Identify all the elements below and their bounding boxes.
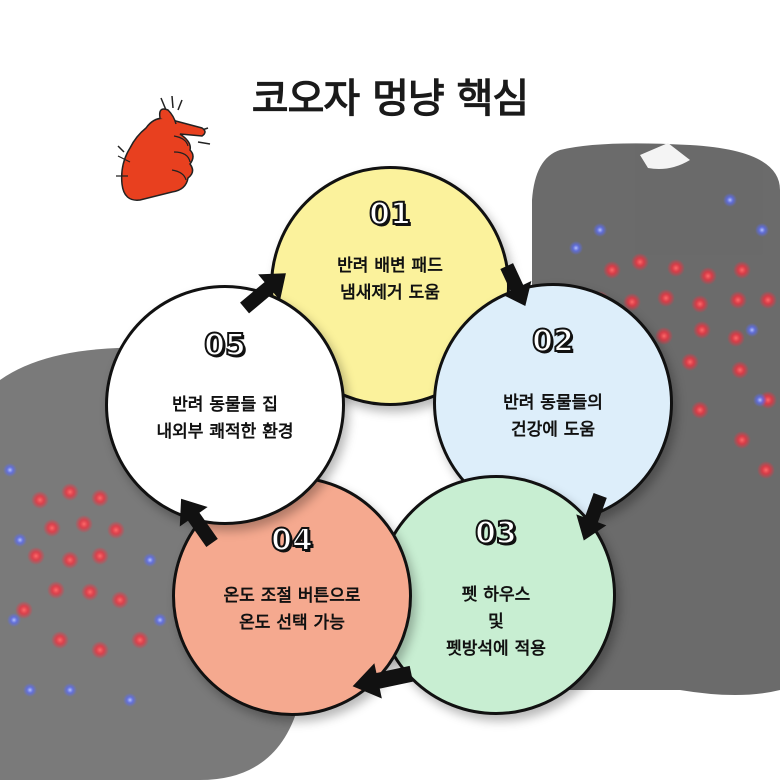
led-dot xyxy=(691,295,709,313)
led-dot xyxy=(91,489,109,507)
led-dot xyxy=(107,521,125,539)
step-number: 01 xyxy=(368,196,412,233)
led-dot xyxy=(81,583,99,601)
led-dot xyxy=(143,553,157,567)
led-dot xyxy=(123,693,137,707)
led-dot xyxy=(729,291,747,309)
led-dot xyxy=(755,223,769,237)
led-dot xyxy=(111,591,129,609)
led-dot xyxy=(699,267,717,285)
led-dot xyxy=(655,327,673,345)
led-dot xyxy=(631,253,649,271)
led-dot xyxy=(3,463,17,477)
led-dot xyxy=(757,461,775,479)
led-dot xyxy=(75,515,93,533)
led-dot xyxy=(131,631,149,649)
step-number: 04 xyxy=(270,522,314,559)
led-dot xyxy=(43,519,61,537)
led-dot xyxy=(51,631,69,649)
step-number: 03 xyxy=(474,515,518,552)
led-dot xyxy=(733,261,751,279)
page-title: 코오자 멍냥 핵심 xyxy=(251,76,529,122)
led-dot xyxy=(569,241,583,255)
led-dot xyxy=(23,683,37,697)
led-dot xyxy=(13,533,27,547)
led-dot xyxy=(603,261,621,279)
led-dot xyxy=(15,601,33,619)
led-dot xyxy=(31,491,49,509)
led-dot xyxy=(153,613,167,627)
led-dot xyxy=(91,547,109,565)
led-dot xyxy=(593,223,607,237)
led-dot xyxy=(727,329,745,347)
led-dot xyxy=(61,551,79,569)
led-dot xyxy=(731,361,749,379)
led-dot xyxy=(693,321,711,339)
step-number: 02 xyxy=(531,323,575,360)
led-dot xyxy=(91,641,109,659)
led-dot xyxy=(733,431,751,449)
led-dot xyxy=(723,193,737,207)
led-dot xyxy=(27,547,45,565)
step-number: 05 xyxy=(203,327,247,364)
led-dot xyxy=(745,323,759,337)
led-dot xyxy=(667,259,685,277)
led-dot xyxy=(63,683,77,697)
led-dot xyxy=(47,581,65,599)
finger-snap-hand-icon xyxy=(116,95,211,201)
led-dot xyxy=(61,483,79,501)
led-dot xyxy=(681,353,699,371)
led-dot xyxy=(7,613,21,627)
led-dot xyxy=(759,291,777,309)
led-dot xyxy=(753,393,767,407)
led-dot xyxy=(657,289,675,307)
led-dot xyxy=(691,401,709,419)
led-dot xyxy=(623,293,641,311)
